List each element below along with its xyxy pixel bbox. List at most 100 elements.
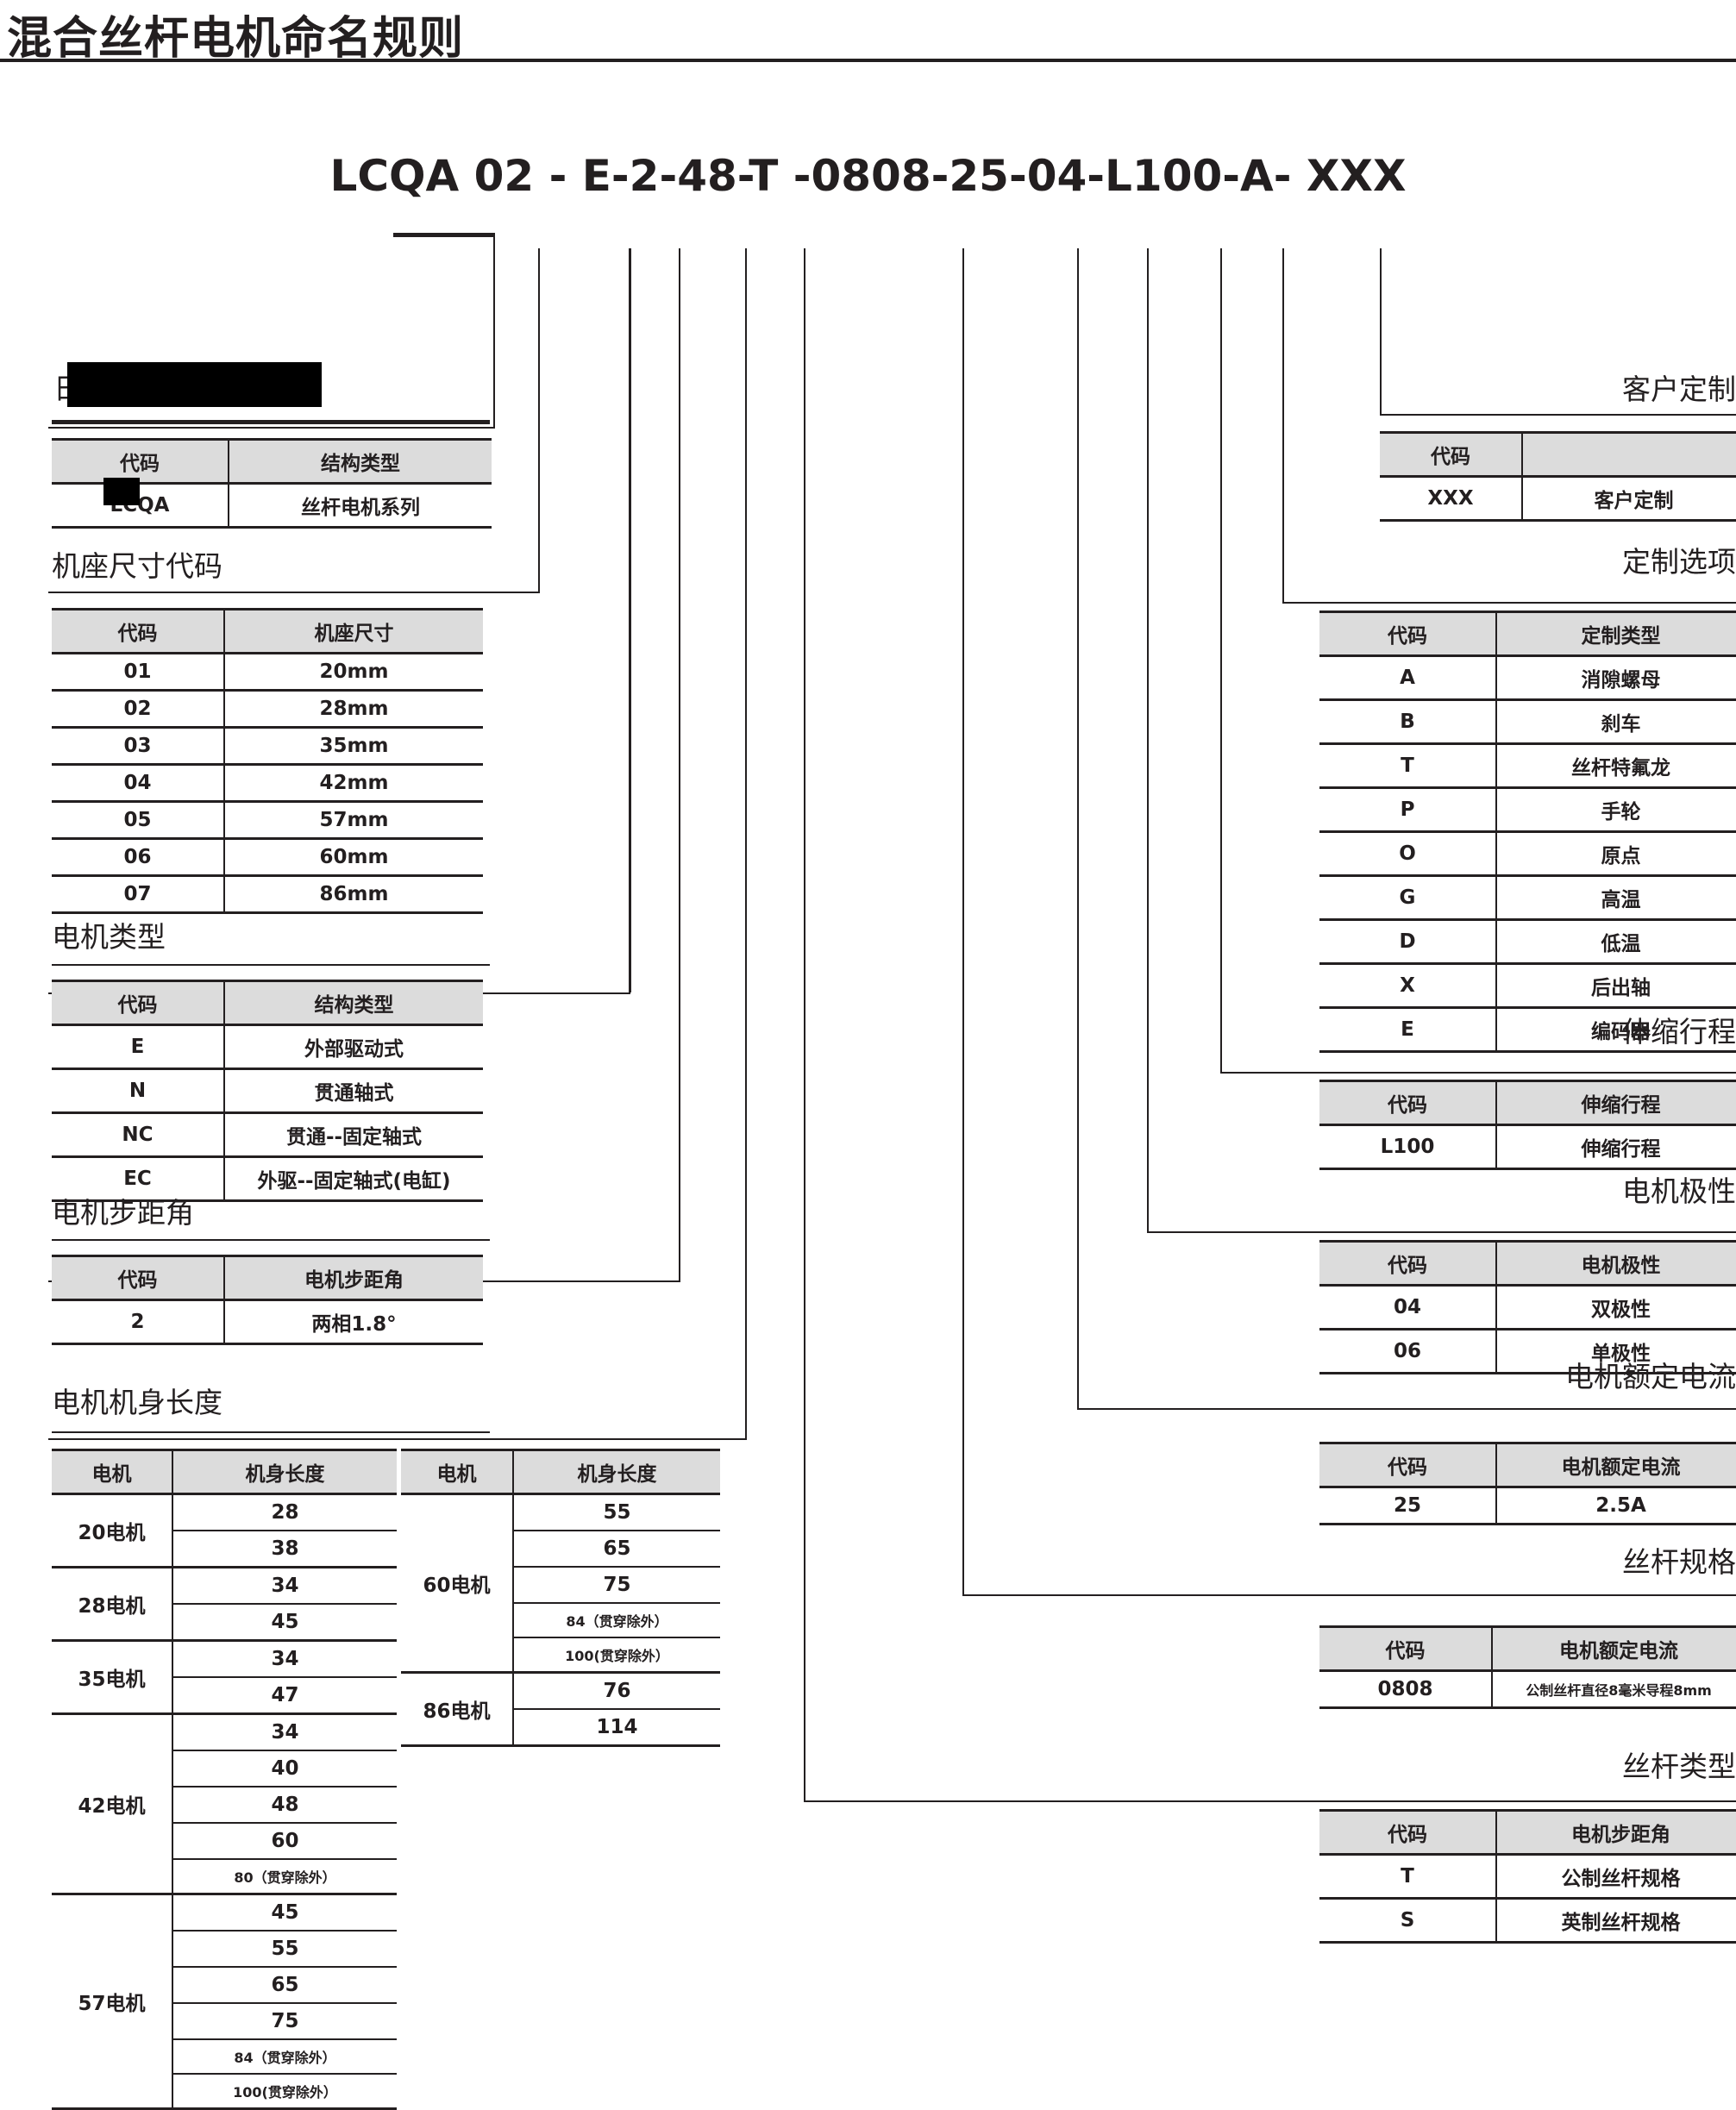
table-row: 80（贯穿除外） (52, 1859, 397, 1895)
motor-type-value: 外驱--固定轴式(电缸) (224, 1156, 483, 1202)
body-length-value: 48 (172, 1787, 397, 1824)
body-length-value: 34 (172, 1640, 397, 1678)
custom-option-value: 高温 (1496, 875, 1736, 921)
body-length-header-motor: 电机 (52, 1449, 173, 1495)
stroke-header-value: 伸缩行程 (1496, 1080, 1736, 1126)
screw-type-header-code: 代码 (1319, 1809, 1497, 1856)
body-length-motor: 35电机 (52, 1640, 173, 1715)
custom-option-code: E (1319, 1007, 1497, 1053)
frame-size-value: 20mm (224, 653, 483, 692)
custom-made-header-blank (1522, 431, 1736, 478)
series-type: 丝杆电机系列 (229, 483, 492, 529)
screw-type-value: 英制丝杆规格 (1496, 1898, 1736, 1944)
frame-size-value: 86mm (224, 875, 483, 914)
custom-made-value: 客户定制 (1522, 476, 1736, 522)
screw-spec-caption: 丝杆规格 (1622, 1545, 1736, 1579)
frame-size-code: 01 (52, 653, 225, 692)
leader-h-9 (1147, 1231, 1338, 1233)
polarity-caption: 电机极性 (1622, 1174, 1736, 1208)
frame-size-value: 60mm (224, 838, 483, 877)
stroke-caption-rule (1294, 1072, 1736, 1074)
body-length-value: 55 (172, 1931, 397, 1968)
motor-type-code: E (52, 1024, 225, 1070)
rated-current-caption: 电机额定电流 (1565, 1360, 1736, 1393)
rated-current-header-code: 代码 (1319, 1442, 1497, 1488)
custom-option-code: X (1319, 963, 1497, 1009)
body-length-value: 114 (513, 1709, 720, 1747)
series-code: LCQA (52, 483, 229, 529)
custom-option-code: A (1319, 655, 1497, 701)
title-divider (0, 59, 1736, 62)
rated-current-value: 2.5A (1496, 1487, 1736, 1525)
stroke-header-code: 代码 (1319, 1080, 1497, 1126)
motor-type-value: 外部驱动式 (224, 1024, 483, 1070)
series-caption-rule (52, 420, 490, 424)
table-row: 40 (52, 1750, 397, 1788)
leader-v-3 (629, 248, 631, 992)
screw-type-value: 公制丝杆规格 (1496, 1854, 1736, 1900)
table-row: 60 (52, 1823, 397, 1860)
leader-h-8 (1077, 1408, 1338, 1410)
leader-h-7 (962, 1594, 1338, 1596)
body-length-value: 45 (172, 1604, 397, 1642)
table-row: 84（贯穿除外） (401, 1603, 720, 1638)
series-header-type: 结构类型 (229, 438, 492, 485)
screw-type-header-value: 电机步距角 (1496, 1809, 1736, 1856)
page-title: 混合丝杆电机命名规则 (7, 13, 465, 65)
rated-current-header-value: 电机额定电流 (1496, 1442, 1736, 1488)
motor-type-value: 贯通--固定轴式 (224, 1112, 483, 1158)
motor-type-value: 贯通轴式 (224, 1068, 483, 1114)
screw-type-code: S (1319, 1898, 1497, 1944)
custom-option-value: 刹车 (1496, 699, 1736, 745)
body-length-value: 65 (172, 1967, 397, 2004)
custom-options-header-type: 定制类型 (1496, 610, 1736, 657)
body-length-value: 45 (172, 1894, 397, 1932)
custom-made-header-code: 代码 (1380, 431, 1523, 478)
body-length-header-length: 机身长度 (513, 1449, 720, 1495)
step-angle-value: 两相1.8° (224, 1299, 483, 1345)
leader-v-4 (679, 248, 680, 1280)
leader-h-5 (48, 1438, 747, 1440)
step-angle-caption-rule (52, 1239, 490, 1241)
body-length-value: 75 (513, 1567, 720, 1604)
custom-option-code: B (1319, 699, 1497, 745)
motor-type-header-code: 代码 (52, 980, 225, 1026)
leader-v-6 (804, 248, 805, 1800)
leader-v-5 (745, 248, 747, 1438)
step-angle-header-value: 电机步距角 (224, 1255, 483, 1301)
step-angle-caption: 电机步距角 (52, 1196, 194, 1230)
table-series: 代码 结构类型 LCQA 丝杆电机系列 (52, 438, 492, 529)
leader-v-11 (1282, 248, 1284, 602)
screw-spec-header-code: 代码 (1319, 1625, 1493, 1672)
frame-size-code: 05 (52, 801, 225, 840)
custom-options-caption-rule (1294, 602, 1736, 604)
body-length-header-length: 机身长度 (172, 1449, 397, 1495)
custom-option-code: O (1319, 831, 1497, 877)
body-length-value: 80（贯穿除外） (172, 1859, 397, 1895)
table-row: 114 (401, 1709, 720, 1747)
body-length-value: 55 (513, 1493, 720, 1531)
frame-size-code: 07 (52, 875, 225, 914)
motor-type-code: EC (52, 1156, 225, 1202)
naming-rule-diagram: 混合丝杆电机命名规则 LCQA 02 - E-2-48-T -0808-25-0… (0, 13, 1736, 2110)
polarity-value: 单极性 (1496, 1329, 1736, 1374)
custom-option-value: 低温 (1496, 919, 1736, 965)
leader-v-9 (1147, 248, 1149, 1231)
screw-type-caption-rule (1294, 1800, 1736, 1802)
